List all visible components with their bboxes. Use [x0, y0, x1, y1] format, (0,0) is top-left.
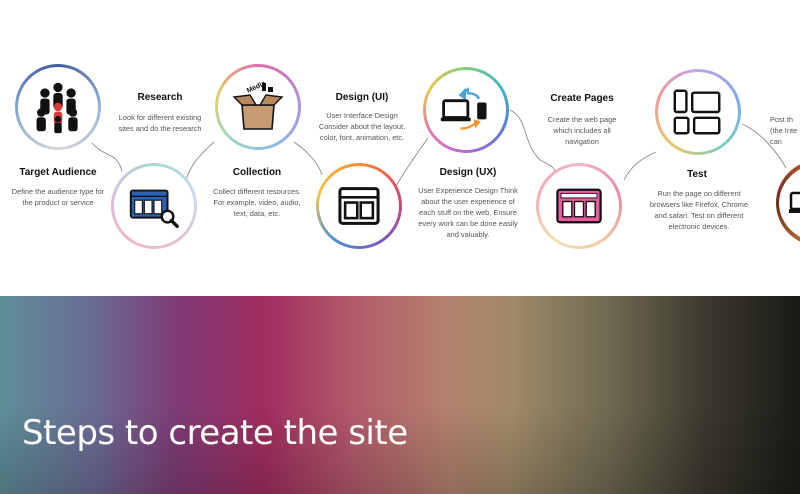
people-icon [36, 82, 78, 134]
web-page-icon [556, 188, 602, 224]
node-design-ux [423, 67, 509, 153]
step-description: Run the page on different browsers like … [649, 189, 749, 231]
node-test [655, 69, 741, 155]
title-banner: Steps to create the site [0, 296, 800, 494]
node-research [111, 163, 197, 249]
step-title: Collection [232, 167, 282, 178]
layout-icon [338, 187, 380, 225]
step-title: Design (UX) [439, 167, 497, 178]
step-title: Test [687, 169, 707, 180]
devices-icon [673, 89, 721, 135]
node-target-audience [15, 64, 101, 150]
step-title: Research [137, 92, 183, 103]
steps-diagram: Target Audience Define the audience type… [11, 64, 800, 249]
box-icon: Media [232, 80, 284, 130]
step-title: Target Audience [19, 167, 97, 178]
step-description: User Interface Design Consider about the… [318, 111, 406, 142]
node-create-pages [536, 163, 622, 249]
step-description: Look for different existing sites and do… [118, 113, 202, 133]
connector-lines [91, 109, 787, 189]
page-title: Steps to create the site [22, 413, 408, 453]
step-title: Create Pages [550, 93, 614, 104]
step-title: Design (UI) [335, 92, 389, 103]
step-description: Post th (the Inte can [770, 115, 798, 146]
devices-sync-icon [440, 87, 487, 130]
step-description: Collect different resources. For example… [213, 187, 301, 218]
laptop-icon [789, 191, 800, 213]
browser-search-icon [129, 189, 179, 228]
node-collection: Media [215, 64, 301, 150]
step-description: Define the audience type for the product… [11, 187, 105, 207]
node-design-ui [316, 163, 402, 249]
step-description: User Experience Design Think about the u… [418, 186, 518, 239]
step-description: Create the web page which includes all n… [547, 115, 617, 146]
